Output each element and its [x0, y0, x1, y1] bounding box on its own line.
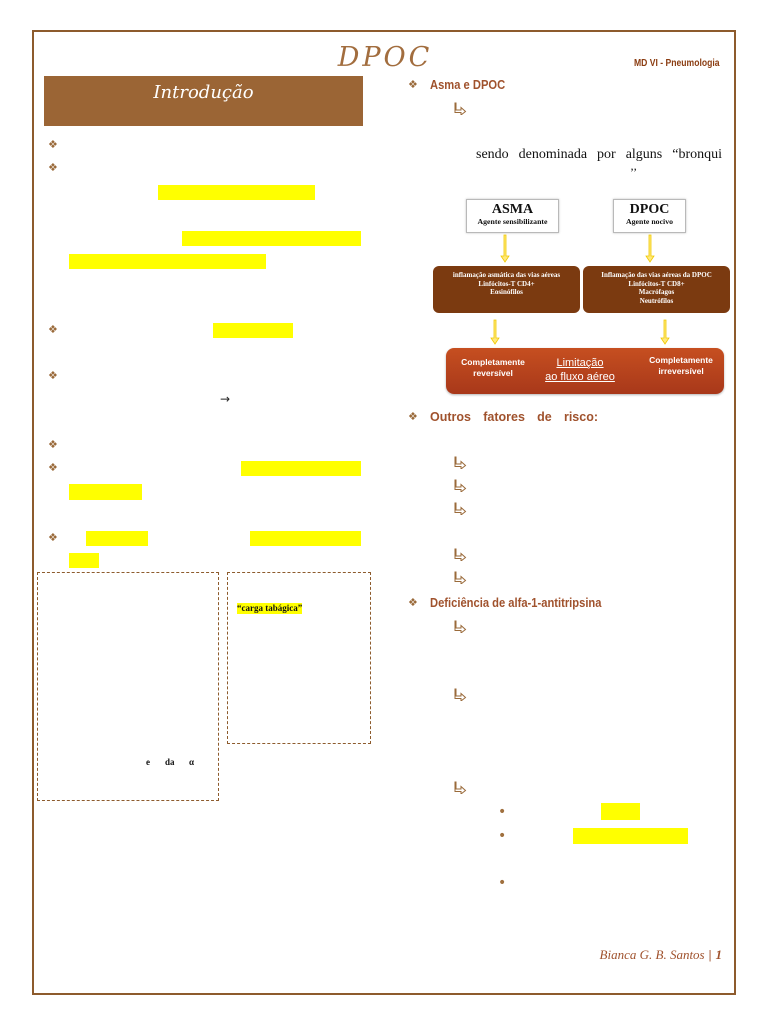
highlight-mark	[69, 484, 142, 500]
hook-arrow-icon	[454, 571, 467, 584]
diamond-bullet-icon	[48, 438, 58, 452]
round-bullet-icon	[498, 828, 506, 844]
highlight-mark	[158, 185, 315, 200]
hook-arrow-icon	[454, 688, 467, 701]
hook-arrow-icon	[454, 502, 467, 515]
section-title-risk-factors: Outros fatores de risco:	[430, 410, 598, 424]
inflammation-line: Macrófagos	[638, 288, 675, 297]
hook-arrow-icon	[454, 479, 467, 492]
copd-inflammation-box: Inflamação das vias aéreas da DPOC Linfó…	[583, 266, 730, 313]
bar-text: Completamente	[461, 357, 525, 367]
page-border	[32, 30, 736, 995]
inflammation-line: inflamação asmática das vias aéreas	[452, 271, 561, 279]
dpoc-box: DPOC Agente nocivo	[613, 199, 686, 233]
diamond-bullet-icon	[48, 323, 58, 337]
page-footer: Bianca G. B. Santos|1	[560, 947, 722, 963]
bar-text: reversível	[473, 368, 513, 378]
arrow-symbol: →	[220, 392, 231, 406]
document-title: DPOC	[337, 42, 433, 73]
hook-arrow-icon	[454, 781, 467, 794]
bar-text: Completamente	[649, 355, 713, 365]
note-text-fragment: e	[146, 757, 150, 767]
round-bullet-icon	[498, 804, 506, 820]
document-subtitle: MD VI - Pneumologia	[634, 58, 720, 69]
diamond-bullet-icon	[48, 369, 58, 383]
highlight-mark	[69, 553, 99, 568]
footer-separator: |	[708, 947, 712, 962]
reversible-label: Completamente reversível	[450, 357, 536, 379]
diamond-bullet-icon	[48, 461, 58, 475]
hook-arrow-icon	[454, 456, 467, 469]
inflammation-line: Linfócitos-T CD8+	[628, 279, 685, 288]
diamond-bullet-icon	[408, 410, 418, 424]
highlight-mark	[241, 461, 361, 476]
highlight-mark	[601, 803, 640, 820]
inflammation-line: Inflamação das vias aéreas da DPOC	[601, 271, 712, 279]
closing-quote: ’’	[630, 165, 638, 179]
highlight-mark	[213, 323, 293, 338]
asma-agent: Agente sensibilizante	[477, 217, 548, 226]
highlight-mark	[69, 254, 266, 269]
diamond-bullet-icon	[408, 78, 418, 92]
author-name: Bianca G. B. Santos	[599, 947, 705, 962]
inflammation-line: Neutrófilos	[639, 296, 674, 305]
asma-box: ASMA Agente sensibilizante	[466, 199, 559, 233]
note-box-right	[227, 572, 371, 744]
bar-text: ao fluxo aéreo	[545, 371, 615, 383]
highlight-mark	[182, 231, 361, 246]
diamond-bullet-icon	[48, 531, 58, 545]
section-title-asma-dpoc: Asma e DPOC	[430, 77, 506, 92]
bar-text: irreversível	[658, 366, 704, 376]
note-text-fragment: da	[165, 757, 175, 767]
asma-dpoc-text: sendo denominada por alguns “bronqui	[476, 147, 722, 162]
section-title-alpha1: Deficiência de alfa-1-antitripsina	[430, 595, 602, 610]
page-number: 1	[715, 947, 723, 962]
highlight-mark	[573, 828, 688, 844]
dpoc-agent: Agente nocivo	[626, 217, 673, 226]
highlight-mark	[86, 531, 148, 546]
diamond-bullet-icon	[48, 138, 58, 152]
round-bullet-icon	[498, 875, 506, 891]
airflow-limitation-bar: Completamente reversível Limitação ao fl…	[446, 348, 724, 394]
intro-banner: Introdução	[44, 76, 363, 126]
irreversible-label: Completamente irreversível	[636, 355, 726, 377]
asthma-inflammation-box: inflamação asmática das vias aéreas Linf…	[433, 266, 580, 313]
diamond-bullet-icon	[408, 596, 418, 610]
note-box-left	[37, 572, 219, 801]
hook-arrow-icon	[454, 102, 467, 115]
highlight-mark	[250, 531, 361, 546]
inflammation-line: Linfócitos-T CD4+	[478, 279, 535, 288]
diamond-bullet-icon	[48, 161, 58, 175]
inflammation-line: Eosinófilos	[490, 288, 523, 297]
hook-arrow-icon	[454, 620, 467, 633]
dpoc-title: DPOC	[629, 202, 670, 217]
airflow-limitation-label: Limitação ao fluxo aéreo	[530, 356, 630, 384]
hook-arrow-icon	[454, 548, 467, 561]
intro-banner-title: Introdução	[153, 82, 254, 103]
asma-title: ASMA	[491, 202, 534, 217]
note-text-fragment: α	[189, 757, 195, 767]
carga-tabagica-term: “carga tabágica”	[237, 603, 303, 614]
bar-text: Limitação	[556, 357, 604, 369]
